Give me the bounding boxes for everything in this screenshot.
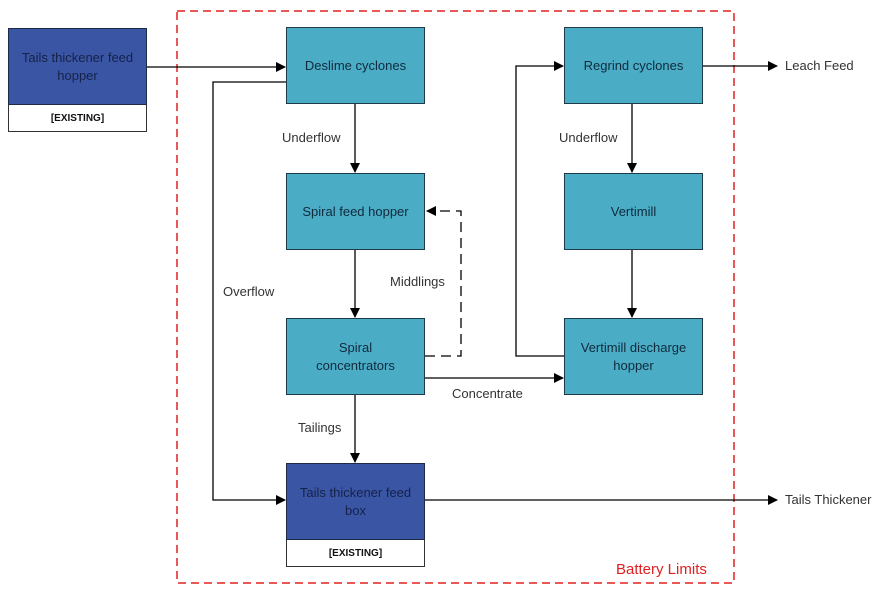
label-tailings: Tailings [298,420,342,435]
node-deslime-cyclones[interactable]: Deslime cyclones [286,27,425,104]
edge-vm-hopper-to-regrind [515,61,564,357]
label-overflow: Overflow [223,284,275,299]
node-regrind-cyclones[interactable]: Regrind cyclones [564,27,703,104]
node-spiral-feed-hopper[interactable]: Spiral feed hopper [286,173,425,250]
label-middlings: Middlings [390,274,445,289]
node-tails-thickener-feed-hopper[interactable]: Tails thickener feed hopper [8,28,147,105]
output-tails-thickener: Tails Thickener [785,492,872,507]
output-leach-feed: Leach Feed [785,58,854,73]
edge-middlings-recycle [425,206,462,357]
edge-deslime-overflow [212,81,286,505]
battery-limits-label: Battery Limits [616,561,707,578]
label-concentrate: Concentrate [452,386,523,401]
battery-limits-boundary [176,10,735,584]
existing-tag-hopper: [EXISTING] [8,105,147,132]
node-spiral-concentrators[interactable]: Spiral concentrators [286,318,425,395]
existing-tag-feed-box: [EXISTING] [286,540,425,567]
label-underflow-regrind: Underflow [559,130,618,145]
node-vertimill[interactable]: Vertimill [564,173,703,250]
node-tails-thickener-feed-box[interactable]: Tails thickener feed box [286,463,425,540]
label-underflow-deslime: Underflow [282,130,341,145]
node-vertimill-discharge-hopper[interactable]: Vertimill discharge hopper [564,318,703,395]
